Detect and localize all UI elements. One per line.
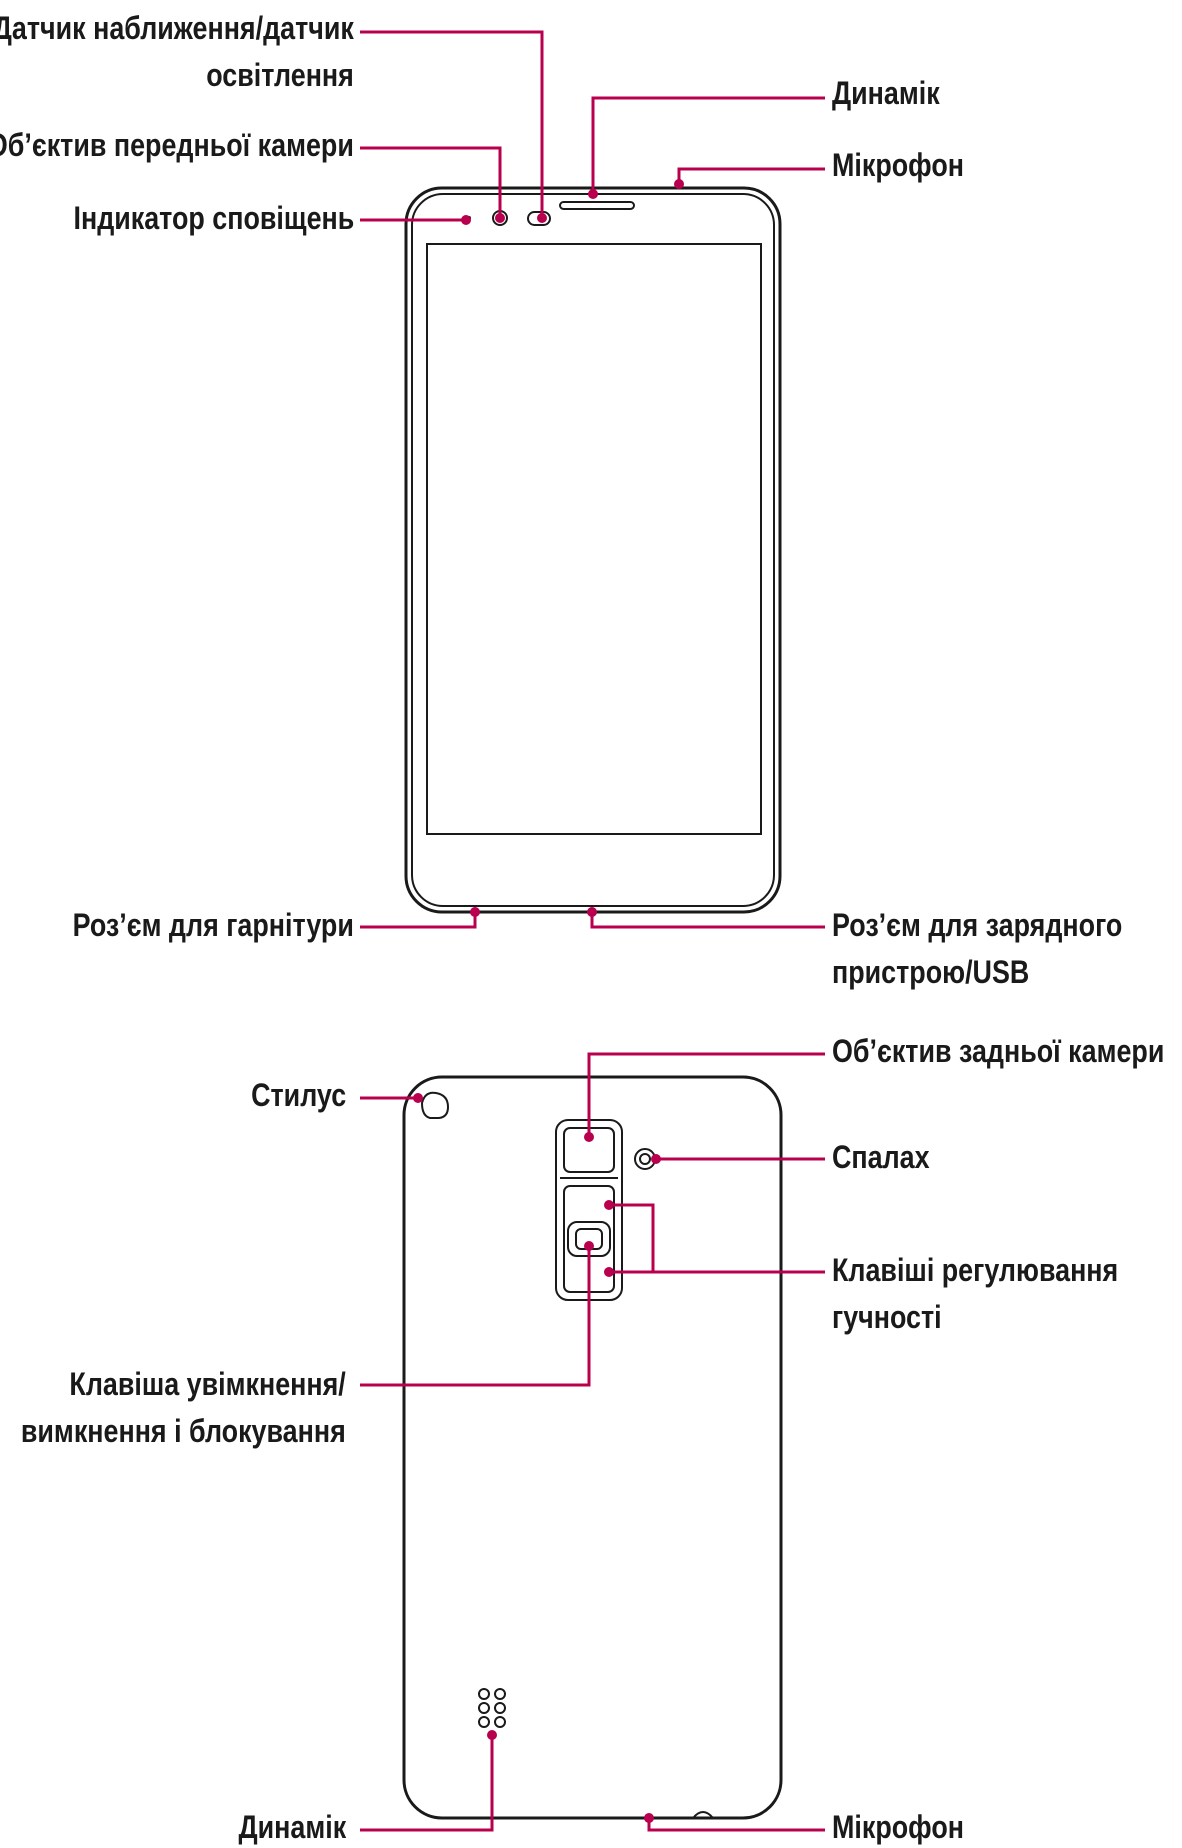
leader-volume bbox=[609, 1203, 825, 1274]
leader-charger bbox=[590, 912, 825, 929]
leader-back-mic bbox=[647, 1818, 825, 1832]
leader-proximity-dot bbox=[537, 213, 547, 223]
front-phone-body bbox=[404, 186, 782, 914]
label-notification-led: Індикатор сповіщень bbox=[73, 200, 354, 236]
leader-headset bbox=[360, 912, 477, 929]
stylus-slot bbox=[420, 1091, 450, 1119]
leader-front-mic-dot bbox=[674, 179, 684, 189]
leader-front-camera-dot bbox=[495, 213, 505, 223]
leader-notification-dot bbox=[461, 215, 471, 225]
front-phone-bezel bbox=[411, 193, 775, 907]
flash-inner bbox=[639, 1153, 651, 1165]
leader-front-mic bbox=[677, 167, 825, 184]
label-stylus: Стилус bbox=[250, 1077, 346, 1113]
label-headset-jack: Роз’єм для гарнітури bbox=[72, 907, 354, 943]
leader-flash-dot bbox=[651, 1154, 661, 1164]
leader-proximity bbox=[360, 30, 544, 218]
label-volume-keys: Клавіші регулювання гучності bbox=[832, 1252, 1119, 1335]
label-proximity-sensor: Датчик наближення/датчик освітлення bbox=[0, 10, 354, 93]
label-front-camera: Об’єктив передньої камери bbox=[0, 127, 354, 163]
leader-rear-camera-dot bbox=[584, 1132, 594, 1142]
leader-rear-camera bbox=[587, 1052, 825, 1137]
leader-charger-dot bbox=[587, 907, 597, 917]
leader-volume-down-dot bbox=[604, 1267, 614, 1277]
leader-back-speaker bbox=[360, 1735, 494, 1832]
front-phone bbox=[404, 186, 782, 914]
label-charger-port: Роз’єм для зарядного пристрою/USB bbox=[832, 907, 1123, 990]
leader-back-mic-dot bbox=[644, 1813, 654, 1823]
leader-power-dot bbox=[584, 1241, 594, 1251]
front-leaders bbox=[360, 30, 825, 929]
leader-stylus-dot bbox=[413, 1093, 423, 1103]
label-rear-camera: Об’єктив задньої камери bbox=[832, 1033, 1165, 1069]
leader-front-camera bbox=[360, 146, 502, 218]
label-back-speaker: Динамік bbox=[238, 1809, 346, 1845]
bottom-mic-notch bbox=[692, 1811, 714, 1819]
label-front-microphone: Мікрофон bbox=[832, 147, 964, 183]
label-back-microphone: Мікрофон bbox=[832, 1809, 964, 1845]
proximity-sensor-window bbox=[527, 211, 551, 226]
label-earpiece: Динамік bbox=[832, 75, 940, 111]
earpiece-slot bbox=[559, 201, 635, 210]
leader-volume-up-dot bbox=[604, 1200, 614, 1210]
front-screen bbox=[426, 243, 762, 835]
label-flash: Спалах bbox=[832, 1139, 930, 1175]
leader-back-speaker-dot bbox=[487, 1730, 497, 1740]
label-power-key: Клавіша увімкнення/ вимкнення і блокуван… bbox=[21, 1366, 346, 1449]
leader-earpiece bbox=[591, 96, 825, 194]
back-phone-body bbox=[402, 1075, 783, 1820]
leader-earpiece-dot bbox=[588, 189, 598, 199]
leader-headset-dot bbox=[470, 907, 480, 917]
leader-power bbox=[360, 1246, 591, 1387]
speaker-grille-icon bbox=[478, 1688, 506, 1728]
back-leaders bbox=[360, 1052, 825, 1832]
back-phone bbox=[402, 1075, 783, 1820]
